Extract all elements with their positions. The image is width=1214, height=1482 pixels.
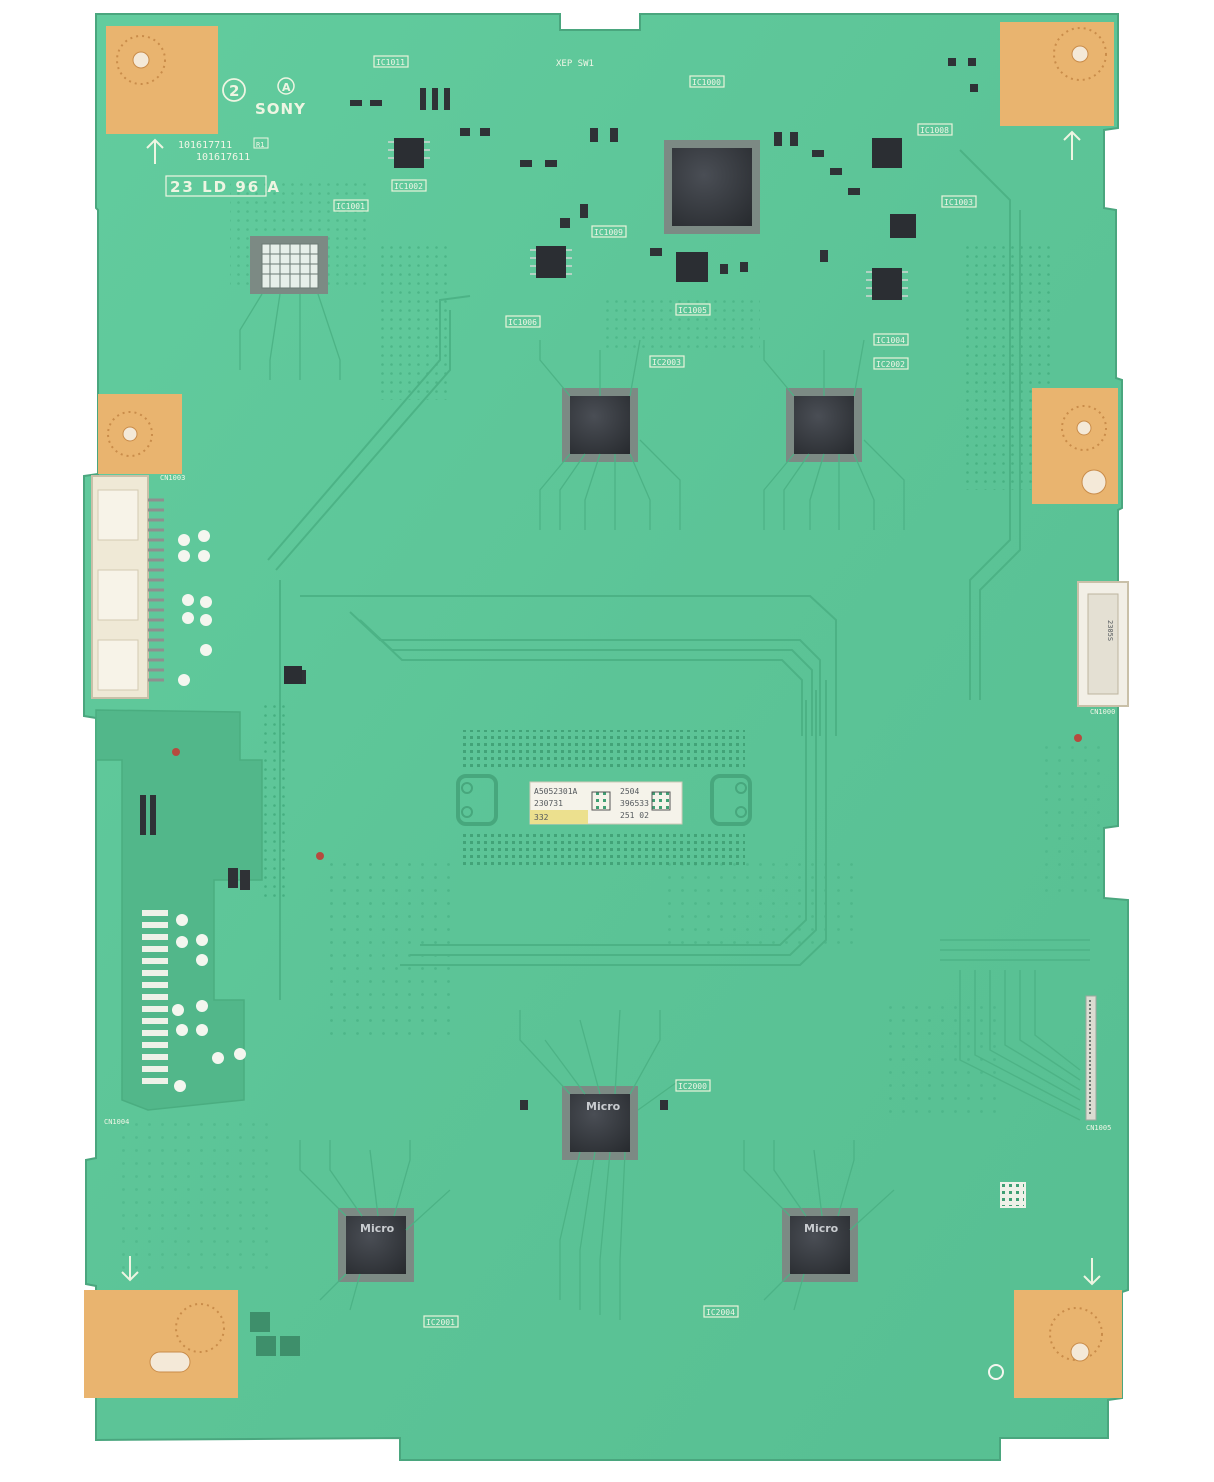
red-dot	[1074, 734, 1082, 742]
test-pads	[172, 530, 1004, 1380]
arrow-up-icon	[146, 130, 1081, 164]
rev-mark-box	[253, 137, 269, 149]
small-chips	[284, 138, 916, 684]
label-ic1009: IC1009	[594, 228, 623, 237]
chip-ic2002	[786, 388, 862, 462]
model-mark: 23 LD 96 A	[170, 178, 281, 196]
sticker-right-3: 251 02	[620, 811, 649, 820]
label-cn1004: CN1004	[104, 1118, 129, 1126]
datamatrix-icon	[651, 791, 671, 811]
corner-mark-2: 2	[229, 82, 239, 100]
chip-ic2003	[562, 388, 638, 462]
sticker-line-3: 332	[534, 813, 549, 822]
corner-mark-a-circle	[277, 77, 295, 95]
part-number-1: 101617711	[178, 140, 232, 151]
sticker-right-1: 2504	[620, 787, 639, 796]
arrow-down-icon	[121, 1256, 1101, 1286]
label-ic1000: IC1000	[692, 78, 721, 87]
chip-bga	[250, 236, 328, 294]
chip-ic2000: Micro	[562, 1086, 638, 1160]
label-cn1003: CN1003	[160, 474, 185, 482]
label-ic1006: IC1006	[508, 318, 537, 327]
label-ic2002: IC2002	[876, 360, 905, 369]
center-grid-bottom	[460, 830, 745, 868]
sticker-line-1: A5052301A	[534, 787, 578, 796]
part-number-2: 101617611	[196, 152, 250, 163]
connector-cn1005	[1085, 995, 1097, 1121]
label-ic1004: IC1004	[876, 336, 905, 345]
label-cn1000: CN1000	[1090, 708, 1115, 716]
mounting-pad-top-left	[106, 26, 218, 134]
connector-cn1000: 2305S	[1077, 581, 1129, 707]
datamatrix-icon	[591, 791, 611, 811]
chip-marking-ic2000: Micro	[586, 1100, 621, 1113]
sticker-line-2: 230731	[534, 799, 563, 808]
rev-mark: R1	[256, 141, 264, 149]
label-ic2004: IC2004	[706, 1308, 735, 1317]
connector-cn1003	[91, 475, 164, 699]
ic-labels: IC1011 IC1000 IC1003 IC1002 IC1001 IC100…	[333, 55, 977, 1328]
chip-ic2001: Micro	[338, 1208, 414, 1282]
model-mark-box	[165, 175, 267, 197]
label-ic1005: IC1005	[678, 306, 707, 315]
sticker-right-2: 396533	[620, 799, 649, 808]
label-ic1001: IC1001	[336, 202, 365, 211]
center-pad-right	[710, 774, 752, 826]
label-ic1011: IC1011	[376, 58, 405, 67]
chip-ic2004: Micro	[782, 1208, 858, 1282]
corner-mark-circle	[222, 78, 246, 102]
center-grid-top	[460, 730, 745, 768]
test-mark: XEP SW1	[556, 59, 594, 69]
mounting-pad-bottom-right	[1014, 1290, 1122, 1398]
label-cn1005: CN1005	[1086, 1124, 1111, 1132]
chip-main-controller	[664, 140, 760, 234]
fiducial-marks	[250, 1312, 300, 1356]
label-ic2003: IC2003	[652, 358, 681, 367]
label-ic1003: IC1003	[944, 198, 973, 207]
connector-cn1004-pads	[142, 910, 168, 1084]
serial-sticker: A5052301A 230731 332 2504 396533 251 02	[529, 781, 683, 825]
mounting-pad-bottom-left	[84, 1290, 238, 1398]
label-ic2000: IC2000	[678, 1082, 707, 1091]
label-ic2001: IC2001	[426, 1318, 455, 1327]
red-dot	[172, 748, 180, 756]
mounting-pad-mid-right	[1032, 388, 1118, 504]
chip-marking-ic2004: Micro	[804, 1222, 839, 1235]
mounting-pad-top-right	[1000, 22, 1114, 126]
red-dot	[316, 852, 324, 860]
small-chip-pins	[388, 141, 908, 297]
brand-logo-text: SONY	[255, 100, 306, 118]
mounting-pad-mid-left	[98, 394, 182, 474]
label-ic1008: IC1008	[920, 126, 949, 135]
connector-print: 2305S	[1106, 620, 1114, 641]
center-pad-left	[456, 774, 498, 826]
corner-mark-a: A	[282, 81, 291, 94]
label-ic1002: IC1002	[394, 182, 423, 191]
chip-marking-ic2001: Micro	[360, 1222, 395, 1235]
copper-pour-left	[95, 709, 263, 1111]
